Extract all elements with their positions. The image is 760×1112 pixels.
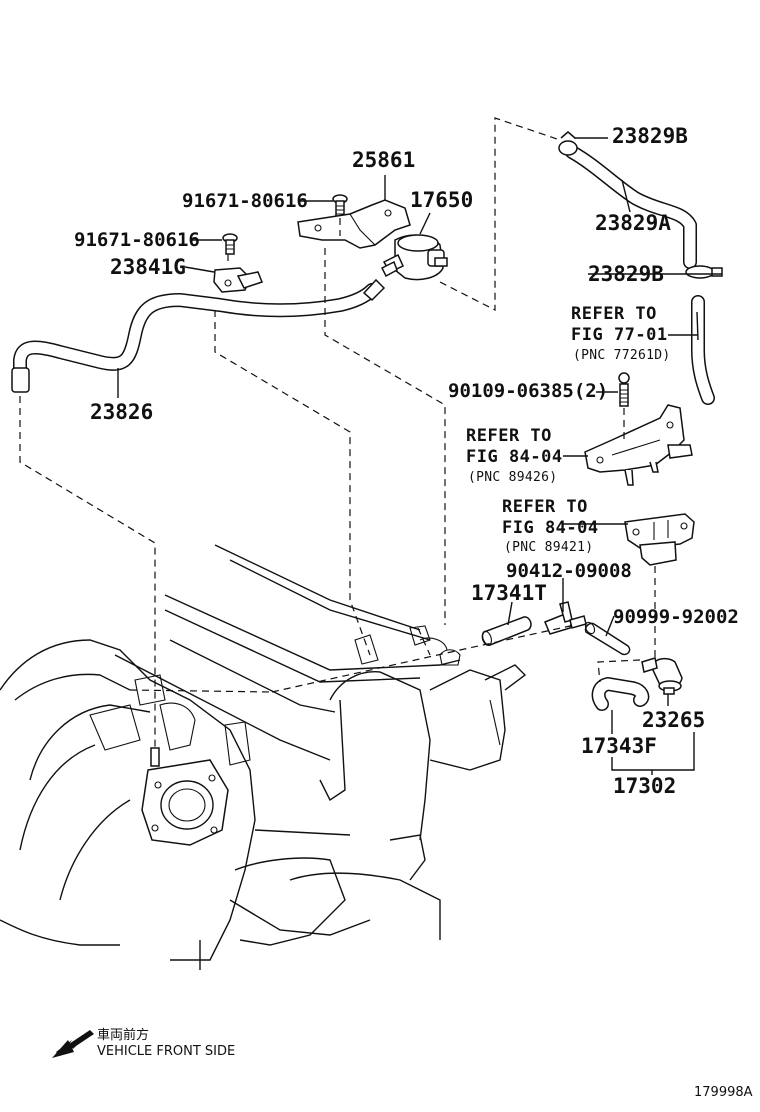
ref1-line2: FIG 77-01 [571, 325, 668, 345]
ref2-line3: (PNC 89426) [468, 470, 558, 485]
label-17341T: 17341T [471, 581, 547, 605]
label-91671-80616-a: 91671-80616 [182, 190, 308, 212]
bracket-25861 [297, 199, 411, 249]
label-90412-09008: 90412-09008 [506, 560, 632, 582]
hose-17341T [481, 616, 532, 646]
label-17650: 17650 [410, 188, 474, 212]
valve-17650 [380, 234, 448, 281]
front-arrow-icon [52, 1030, 94, 1058]
union-90412 [544, 601, 587, 635]
label-23826: 23826 [90, 400, 154, 424]
clamp-23829B-mid [685, 265, 723, 279]
label-23829B-top: 23829B [612, 124, 688, 148]
label-23829B-mid: 23829B [588, 262, 664, 286]
ref1-line3: (PNC 77261D) [573, 348, 671, 363]
bolt-91671-b [222, 233, 238, 255]
hose-17343F [591, 677, 650, 711]
label-23829A: 23829A [595, 211, 671, 235]
sensor-89421 [624, 513, 695, 566]
ref2-line2: FIG 84-04 [466, 447, 563, 467]
ref2-line1: REFER TO [466, 426, 552, 446]
dashed-leaders [19, 117, 656, 750]
ref3-line1: REFER TO [502, 497, 588, 517]
label-23265: 23265 [642, 708, 706, 732]
leader-lines [117, 137, 722, 775]
hose-90999 [584, 621, 631, 656]
hose-23829A [565, 145, 697, 269]
label-90999-92002: 90999-92002 [613, 606, 739, 628]
label-23841G: 23841G [110, 255, 186, 279]
label-91671-80616-b: 91671-80616 [74, 229, 200, 251]
bracket-89426 [584, 404, 693, 486]
front-note-english: VEHICLE FRONT SIDE [97, 1044, 236, 1059]
diagram-code: 179998A [694, 1085, 753, 1100]
bolt-91671-a [332, 194, 348, 218]
front-note-japanese: 車両前方 [97, 1028, 150, 1043]
label-17343F: 17343F [581, 734, 657, 758]
valve-23265 [641, 657, 683, 695]
label-25861: 25861 [352, 148, 416, 172]
engine-outline [0, 544, 527, 970]
ref3-line3: (PNC 89421) [504, 540, 594, 555]
ref3-line2: FIG 84-04 [502, 518, 599, 538]
ref1-line1: REFER TO [571, 304, 657, 324]
bolt-90109 [618, 372, 630, 407]
hose-23826 [11, 278, 386, 393]
hose-ref-77-01 [691, 295, 715, 405]
clamp-23829B-top [558, 131, 578, 156]
clamp-23841G [213, 267, 263, 293]
label-17302: 17302 [613, 774, 677, 798]
label-90109-06385: 90109-06385(2) [448, 380, 609, 402]
